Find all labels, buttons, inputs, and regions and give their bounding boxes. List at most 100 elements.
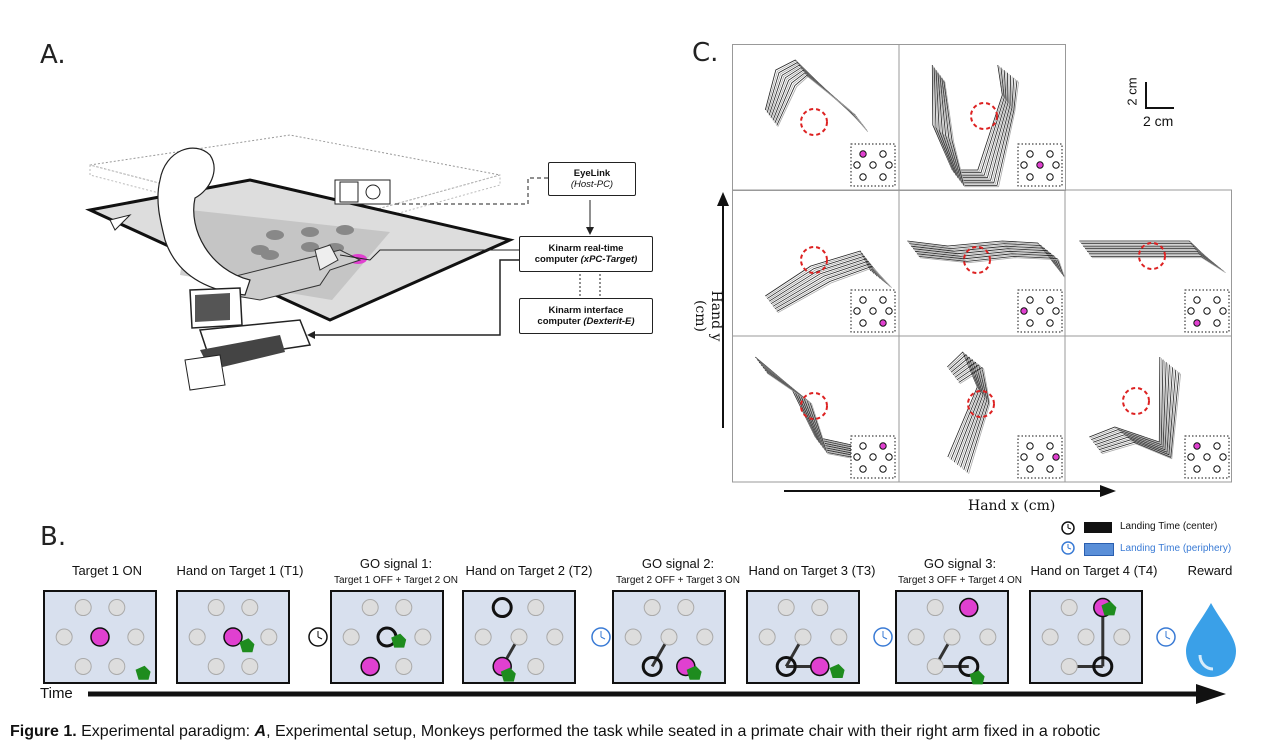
trajectory-line [777, 76, 869, 132]
target [1113, 628, 1131, 646]
inset-target [1193, 319, 1201, 327]
trajectory-grid [732, 44, 1232, 484]
inset-target [853, 307, 861, 315]
inset-target [1193, 442, 1201, 450]
inset-target [879, 465, 887, 473]
trajectory-line [940, 76, 1013, 182]
trajectory-line [938, 73, 1010, 180]
step-label-9: Reward [1187, 563, 1233, 578]
inset-target [879, 173, 887, 181]
legend-swatch-center [1084, 522, 1112, 533]
trajectory-line [948, 354, 980, 460]
inset-target [1026, 465, 1034, 473]
panel-label-c: C. [692, 38, 719, 68]
inset-target [1052, 161, 1060, 169]
eyelink-title: EyeLink [573, 168, 611, 179]
trajectory-line [941, 77, 1015, 184]
target [926, 599, 944, 617]
trajectory-line [953, 360, 985, 467]
inset-target [859, 442, 867, 450]
target [127, 628, 145, 646]
caption-text-1: Experimental paradigm: [76, 723, 255, 740]
timer-icon-blue [1060, 540, 1076, 561]
inset-target [1046, 442, 1054, 450]
caption-panel-ref: A [254, 723, 267, 740]
timer-icon-black [1060, 520, 1080, 535]
legend-swatch-periphery [1084, 543, 1114, 556]
step-label-5: GO signal 2: [641, 556, 715, 571]
inset-target [1026, 150, 1034, 158]
inset-target [885, 161, 893, 169]
legend-label-center: Landing Time (center) [1120, 521, 1218, 532]
step-label-8: Hand on Target 4 (T4) [1030, 563, 1158, 578]
eyelink-subtitle: (Host-PC) [570, 179, 614, 190]
inset-target [853, 161, 861, 169]
task-sequence [43, 590, 1236, 704]
active-target [90, 627, 110, 647]
trajectory-line [1101, 373, 1181, 460]
target-region-circle [970, 102, 998, 130]
inset-target [1046, 173, 1054, 181]
trajectory-line [764, 59, 856, 116]
hand-cursor-icon [239, 638, 255, 653]
target [546, 628, 564, 646]
trajectory-line [1091, 359, 1164, 445]
inset-target [879, 442, 887, 450]
trajectory-line [956, 364, 988, 470]
target [527, 657, 545, 675]
kinarm-interface-box: Kinarm interface computer (Dexterit-E) [519, 298, 653, 334]
hand-cursor-icon [135, 665, 151, 680]
trajectory-line [958, 367, 990, 473]
kinarm-interface-title2: computer [537, 316, 581, 327]
target [830, 628, 848, 646]
inset-target [1052, 453, 1060, 461]
step-label-7: GO signal 3: [923, 556, 997, 571]
target [811, 599, 829, 617]
panel-label-a: A. [40, 40, 66, 70]
target [641, 655, 663, 677]
active-target [810, 656, 830, 677]
trajectory-line [1096, 367, 1173, 453]
target [696, 628, 714, 646]
target [55, 628, 73, 646]
x-axis-label: Hand x (cm) [968, 498, 1056, 514]
trajectory-line [933, 67, 1005, 173]
target [1060, 599, 1078, 617]
active-target [959, 597, 979, 618]
target [527, 599, 545, 617]
inset-target [1052, 307, 1060, 315]
inset-target [885, 307, 893, 315]
inset-target [1203, 453, 1211, 461]
target [361, 599, 379, 617]
trajectory-line [943, 80, 1018, 186]
inset-target [1193, 465, 1201, 473]
target-region-circle [800, 246, 828, 274]
inset-target [859, 296, 867, 304]
inset-target [885, 453, 893, 461]
trajectory-line [1092, 362, 1167, 448]
step-label-6: Hand on Target 3 (T3) [748, 563, 876, 578]
trajectory-line [1098, 369, 1177, 456]
inset-target [859, 319, 867, 327]
experimental-setup-illustration [85, 134, 601, 391]
trajectory-line [939, 75, 1011, 181]
timer-icon-2 [591, 627, 611, 647]
trajectory-line [1091, 257, 1226, 274]
target-region-circle [800, 392, 828, 420]
caption-text-2: , Experimental setup, Monkeys performed … [266, 723, 1101, 740]
target [395, 657, 413, 675]
target-region-circle [1138, 242, 1166, 270]
target-region-circle [963, 246, 991, 274]
kinarm-realtime-title: Kinarm real-time [548, 243, 624, 254]
inset-target [1020, 307, 1028, 315]
trajectory-line [1092, 360, 1165, 447]
target [1041, 628, 1059, 646]
inset-target [1213, 465, 1221, 473]
target [260, 628, 278, 646]
trajectory-line [1090, 255, 1225, 272]
trajectory-line [772, 69, 864, 126]
trajectory-line [937, 72, 1009, 179]
target [758, 628, 776, 646]
scale-bar [1145, 82, 1174, 109]
target [395, 599, 413, 617]
